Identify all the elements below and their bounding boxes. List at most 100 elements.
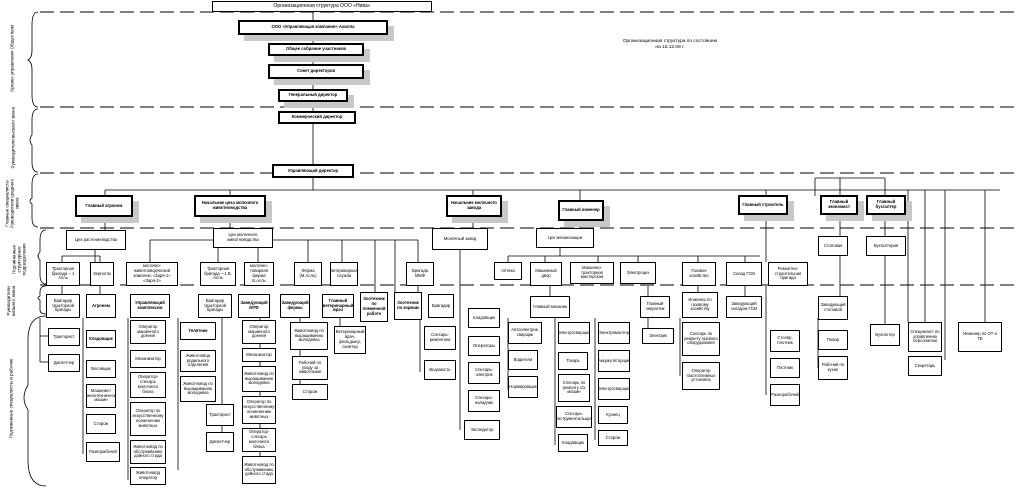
seed-machinist-box: Машинист семенотехнических машин — [86, 384, 116, 408]
power-shop-box: Электроцех — [620, 262, 656, 284]
milk-operator-box: Оператор машинного доения — [130, 320, 166, 344]
plant-storekeeper-box: Кладовщик — [468, 308, 500, 328]
mech-shop-box: Цех механизации — [536, 228, 594, 248]
granary-box: Зерноток — [90, 262, 114, 286]
herdsman-box: Животновод по обслуживанию дойного стада — [130, 440, 166, 464]
builder-laborer-box: Разнорабочий — [770, 384, 800, 406]
herd2-box: Животновод по обслуживанию дойного стада — [242, 456, 276, 484]
crop-shop-box: Цех растениеводства — [66, 230, 126, 250]
accumulator-box: Аккумуляторщик — [598, 350, 630, 372]
repair-fitter-box: Слесарь-ремонтник — [424, 326, 456, 350]
kitchen-worker-box: Рабочий по кухне — [818, 356, 848, 380]
dairy-head-box: Начальник цеха молочного животноводства — [194, 195, 266, 217]
dairy-shop-box: Цех молочного животноводства — [213, 228, 273, 248]
agronom-box: Агроном — [86, 294, 116, 318]
band-label-units: Подчиненные структурные подразделения — [11, 243, 27, 276]
accountant-box: Бухгалтер — [870, 324, 900, 346]
chief-engineer-box: Главный инженер — [558, 200, 604, 221]
electrowelder-box: Электросварщик — [558, 322, 590, 344]
managing-director-box: Управляющий директор — [272, 164, 354, 178]
carpenter-box: Плотник — [770, 358, 800, 378]
band-bracket — [27, 11, 39, 108]
gas-engineer-box: Инженер по газовому хозяйству — [682, 292, 718, 318]
board-box: Совет директоров — [268, 64, 364, 79]
dispatcher2-box: Диспетчер — [206, 432, 234, 452]
insem2-box: Оператор по искусственному осеменению жи… — [242, 396, 276, 424]
cook-box: Повар — [818, 330, 848, 350]
vet-staff-box: Ветеринарный врач, фельдшер, санитар — [334, 326, 366, 354]
farm-masl-box: Ферма (М.Асль) — [294, 262, 322, 286]
normer-box: Нормировщик — [508, 376, 538, 398]
vet-service-box: Ветеринарная служба — [330, 262, 358, 286]
tractor-brigade-2-box: Тракторная бригада – 1 В. Асль — [200, 262, 236, 286]
guard-box: Сторож — [86, 414, 116, 434]
insemination-box: Оператор по искусственному осеменению жи… — [130, 402, 166, 436]
guard2-box: Сторож — [292, 384, 328, 400]
chief-economist-box: Главный экономист — [820, 195, 858, 215]
dairy-farm-box: молочно-товарная ферма В.Асль — [244, 262, 274, 286]
gas-fitter-box: Слесарь по ремонту газового оборудования — [682, 322, 720, 356]
build-brigade-box: Ремонтно-строительная бригада — [768, 262, 808, 286]
as-of-note: Организационная структура по состоянию н… — [622, 39, 718, 50]
secretary-box: Секретарь — [908, 356, 942, 376]
chief-agronomist-box: Главный агроном — [75, 195, 133, 217]
storekeeper-box: Кладовщик — [86, 330, 116, 348]
smith-box: Кузнец — [598, 406, 628, 424]
complex-manager-box: Управляющий комплексом — [130, 294, 170, 318]
chief-mechanic-box: Главный механик — [530, 296, 570, 318]
chief-accountant-box: Главный бухгалтер — [866, 195, 906, 215]
management-company-box: ООО «Управляющая компания» Ахилла — [238, 20, 388, 35]
band-label-low-managers: Руководители низшего звена — [6, 285, 16, 317]
electric-welder-box: Электросварщик — [598, 378, 630, 400]
gas-service-box: Газовое хозяйство — [682, 262, 716, 286]
chief-builder-box: Главный строитель — [738, 195, 788, 215]
fuel-depot-box: Склад ГСМ — [726, 262, 762, 286]
expeditor-box: Экспедитор — [464, 420, 500, 440]
farm-head-box: Заведующий фермы — [280, 294, 310, 318]
canteen-box: Столовая — [818, 236, 848, 256]
joiner-box: Столяр, плотник — [770, 330, 800, 352]
animal-worker-box: Рабочий по уходу за животными — [292, 356, 328, 380]
foreman-mmd-box: Бригадир — [428, 294, 454, 318]
machine-yard-box: Машинный двор — [530, 262, 562, 286]
mechanizer2-box: Механизатор — [242, 348, 276, 362]
canteen-head-box: Заведующий столовой — [818, 296, 848, 320]
band-bracket — [23, 315, 47, 487]
band-label-workers: Подчиненные специалисты и рабочие — [8, 358, 14, 439]
feed-ops-box: Животновод по выращиванию молодняка — [290, 322, 328, 350]
milk-op2-box: Оператор машинного доения — [242, 320, 276, 344]
accounting-box: Бухгалтерия — [866, 236, 906, 256]
zoo-breed-box: Зоотехник по племенной работе — [360, 292, 388, 322]
mmd-brigade-box: Бригада ММФ — [406, 262, 434, 286]
band-bracket — [37, 285, 47, 315]
commercial-director-box: Коммерческий директор — [278, 111, 356, 124]
calving-ward-box: Животновод родильного отделения — [180, 350, 216, 372]
calf-operator-box: Животновод оператор — [130, 467, 166, 485]
chief-power-box: Главный энергетик — [640, 296, 670, 318]
fitter2-box: Оператор-слесарь молочного блока — [242, 428, 276, 452]
autoelectric-box: Автоэлектрик, сварщик — [508, 322, 542, 344]
band-label-top-managers: Руководители высшего звена — [10, 106, 16, 169]
electrician-box: Электрик — [642, 328, 674, 344]
fuel-head-box: Заведующий складом ГСМ — [726, 296, 762, 318]
toolmaker-box: Слесарь-инструментальщик — [556, 406, 592, 428]
turner-box: Токарь — [558, 352, 588, 370]
zoo-feed-box: Зоотехник по кормам — [394, 292, 422, 320]
mech-storekeeper-box: Кладовщик — [558, 434, 588, 452]
operator-fitter-box: Оператор-слесарь молочного блока — [130, 372, 166, 398]
tractorist-box: Тракторист — [48, 328, 80, 346]
gas-operator-box: Оператор газотопливных установок — [682, 362, 720, 390]
pharmacy-box: Аптека — [494, 262, 522, 280]
band-label-governance: Органы управления Обществом — [9, 24, 15, 93]
weigher-box: Весовщик — [86, 360, 116, 378]
electrician-fitter-box: Электромонтер — [598, 322, 630, 344]
band-label-chiefs: Главные специалисты Руководители среднег… — [4, 178, 20, 229]
hr-specialist-box: Специалист по управлению персоналом — [908, 322, 942, 352]
plant-head-box: Начальник молочного завода — [446, 195, 502, 217]
adjuster-box: Слесарь-наладчик — [468, 390, 500, 412]
young2-box: Животновод по выращиванию молодняка — [242, 366, 276, 392]
tractor-brigade-1-box: Тракторная бригада – 1 Асль — [46, 262, 80, 286]
mechanizer-box: Механизатор — [130, 350, 166, 368]
electric-fitter-box: Слесарь-электрик — [468, 362, 500, 384]
